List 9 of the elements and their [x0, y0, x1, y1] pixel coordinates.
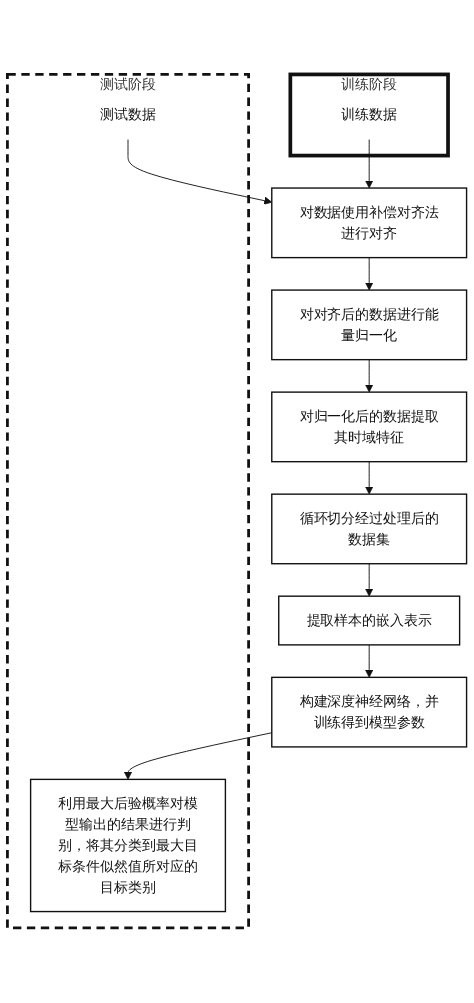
- node-box: 循环切分经过处理后的数据集: [271, 493, 468, 565]
- node-text: 测试数据: [100, 106, 156, 124]
- node-box: 对数据使用补偿对齐法进行对齐: [271, 187, 468, 259]
- node-box: 对归一化后的数据提取其时域特征: [271, 391, 468, 463]
- node-box: 提取样本的嵌入表示: [278, 595, 461, 646]
- node-box: 对对齐后的数据进行能量归一化: [271, 289, 468, 361]
- node-box: 构建深度神经网络，并训练得到模型参数: [271, 677, 468, 748]
- node-box: 利用最大后验概率对模型输出的结果进行判别，将其分类到最大目标条件似然值所对应的目标类别: [29, 779, 227, 913]
- node-text: 训练数据: [341, 106, 398, 124]
